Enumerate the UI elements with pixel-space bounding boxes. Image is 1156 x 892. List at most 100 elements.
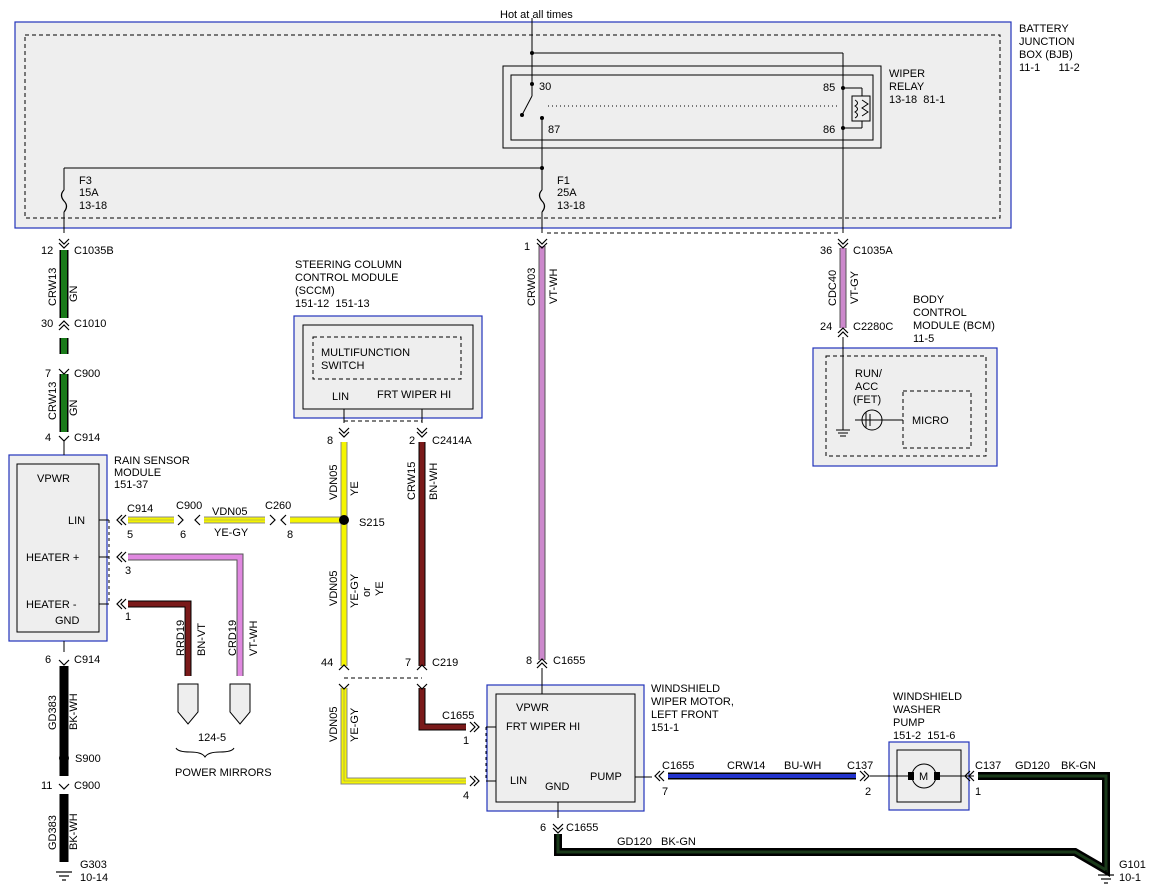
bjb-title-1: BATTERY <box>1019 23 1069 35</box>
bjb-title-2: JUNCTION <box>1019 36 1075 48</box>
fuse-f3-name: F3 <box>79 175 92 187</box>
crw03-circuit: CRW03 <box>526 268 538 306</box>
rrd19-circuit: RRD19 <box>175 620 187 656</box>
c260-pin: 8 <box>287 529 293 541</box>
connector-symbols <box>58 238 975 834</box>
c2280c-pin: 24 <box>820 321 832 333</box>
wiper-motor-vpwr: VPWR <box>516 702 549 714</box>
rain-sensor-box <box>8 454 108 642</box>
vdn05-mid-color-b: YE <box>374 581 386 596</box>
vdn05-lin-color: YE-GY <box>214 527 249 539</box>
fuse-f3-symbol <box>60 189 68 213</box>
wiper-motor-ref: 151-1 <box>651 722 679 734</box>
washer-motor-symbol <box>908 763 940 789</box>
relay-coil-symbol <box>851 95 871 122</box>
gd383-b-circuit: GD383 <box>47 815 59 850</box>
relay-pin-dots <box>520 51 845 170</box>
c1655-top-pin: 8 <box>526 655 532 667</box>
c137-right-pin: 1 <box>975 786 981 798</box>
relay-pin-30: 30 <box>539 81 551 93</box>
vdn05-lin-circuit: VDN05 <box>212 506 247 518</box>
c219-name: C219 <box>432 657 458 669</box>
sccm-ref: 151-12 151-13 <box>295 298 370 310</box>
crw03-top-pin: 1 <box>524 241 530 253</box>
c1655-pump-name: C1655 <box>662 760 694 772</box>
fuse-f1-symbol <box>538 189 546 213</box>
multifunction-switch-dashed <box>312 336 462 380</box>
multifunction-switch-line-2: SWITCH <box>321 360 364 372</box>
bjb-internal-wiring <box>63 18 974 818</box>
wire-gd120 <box>554 772 1110 877</box>
wire-crd19 <box>128 553 244 676</box>
fuse-f1-name: F1 <box>557 175 570 187</box>
wiper-motor-title-1: WINDSHIELD <box>651 683 720 695</box>
c1010-pin: 30 <box>41 318 53 330</box>
rain-sensor-lin: LIN <box>68 515 85 527</box>
c137-left-pin: 2 <box>865 786 871 798</box>
heater-minus-pin: 1 <box>125 611 131 623</box>
g303-name: G303 <box>80 859 107 871</box>
vdn05-top-circuit: VDN05 <box>328 465 340 500</box>
crd19-circuit: CRD19 <box>227 620 239 656</box>
bcm-title-3: MODULE (BCM) <box>913 320 995 332</box>
mirrors-brace <box>175 747 235 758</box>
c1035a-pin: 36 <box>820 245 832 257</box>
c1655-hi-name: C1655 <box>442 710 474 722</box>
wiper-relay-inner <box>510 74 874 141</box>
multifunction-switch-line-1: MULTIFUNCTION <box>321 347 410 359</box>
wire-vdn05 <box>128 442 466 785</box>
c914-bottom-pin: 6 <box>45 654 51 666</box>
mirror-connectors <box>177 683 251 725</box>
g303-ref: 10-14 <box>80 872 108 884</box>
crw14-circuit: CRW14 <box>727 760 765 772</box>
c1655-lin-pin: 4 <box>463 790 469 802</box>
washer-pump-title-3: PUMP <box>893 717 925 729</box>
sccm-lin-pin-number: 8 <box>327 435 333 447</box>
wiper-motor-inner <box>495 693 636 803</box>
wiper-relay-box <box>502 65 882 149</box>
wiper-motor-gnd: GND <box>545 781 570 793</box>
rain-sensor-ref: 151-37 <box>114 479 148 491</box>
c260-name: C260 <box>265 500 291 512</box>
washer-pump-ref: 151-2 151-6 <box>893 730 955 742</box>
ground-g303-symbol <box>56 871 72 881</box>
c219-pin-right: 7 <box>405 657 411 669</box>
bcm-micro-label: MICRO <box>912 415 949 427</box>
mirrors-label: POWER MIRRORS <box>175 767 272 779</box>
bcm-title-2: CONTROL <box>913 307 967 319</box>
vdn05-mid-color-a: YE-GY <box>349 573 361 608</box>
gd383-a-circuit: GD383 <box>47 695 59 730</box>
bcm-title-1: BODY <box>913 294 945 306</box>
crw13-b-color: GN <box>68 399 80 416</box>
c1035a-name: C1035A <box>853 245 893 257</box>
c1655-pump-pin: 7 <box>662 786 668 798</box>
g101-name: G101 <box>1119 859 1146 871</box>
c1655-gnd-name: C1655 <box>566 822 598 834</box>
vdn05-mid-or: or <box>361 587 373 597</box>
bcm-fet-line-3: (FET) <box>853 394 881 406</box>
washer-pump-title-1: WINDSHIELD <box>893 691 962 703</box>
sccm-pin-lin: LIN <box>332 391 349 403</box>
s215-label: S215 <box>359 517 385 529</box>
hot-at-all-times-label: Hot at all times <box>500 9 573 21</box>
rain-sensor-title-2: MODULE <box>114 467 161 479</box>
c1655-top-name: C1655 <box>553 655 585 667</box>
wiper-motor-pump: PUMP <box>590 771 622 783</box>
rain-sensor-title-1: RAIN SENSOR <box>114 455 190 467</box>
fet-transistor-symbol <box>861 409 883 431</box>
c900-lin-name: C900 <box>176 500 202 512</box>
gd120-bottom-color: BK-GN <box>661 836 696 848</box>
bcm-fet-line-1: RUN/ <box>855 368 883 380</box>
wiper-motor-title-2: WIPER MOTOR, <box>651 696 734 708</box>
bcm-fet-line-2: ACC <box>855 381 878 393</box>
rain-sensor-heater-minus: HEATER - <box>26 599 77 611</box>
rain-sensor-vpwr: VPWR <box>37 473 70 485</box>
bjb-inner-dashed <box>24 34 1001 219</box>
rain-sensor-inner <box>16 463 100 633</box>
splice-s900-dot <box>59 753 69 763</box>
fuse-f1-rating: 25A <box>557 187 577 199</box>
c137-right-name: C137 <box>975 760 1001 772</box>
sccm-pin-frt-wiper-hi: FRT WIPER HI <box>377 389 451 401</box>
crw13-a-circuit: CRW13 <box>47 268 59 306</box>
